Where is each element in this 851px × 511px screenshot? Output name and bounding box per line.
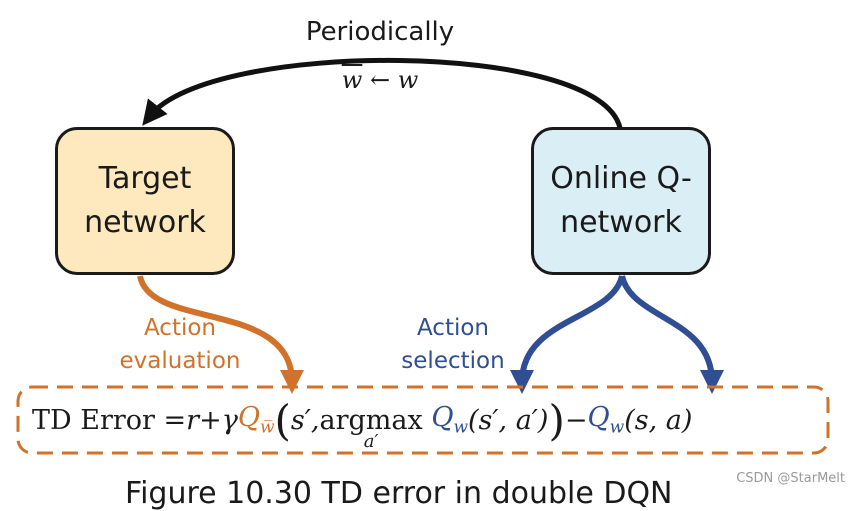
action-selection-line2: selection (401, 348, 505, 374)
formula-online-q-2-args: (s, a) (624, 404, 693, 436)
formula-online-q-1-args: (s′, a′) (468, 404, 549, 436)
formula-close-paren: ) (548, 395, 565, 445)
action-evaluation-line2: evaluation (119, 348, 241, 374)
action-selection-line1: Action (416, 315, 490, 341)
action-selection-arrow-left (510, 275, 625, 394)
assign-arrow: ← (369, 66, 391, 94)
watermark: CSDN @StarMelt (736, 471, 845, 486)
online-network-label-line2: network (560, 205, 682, 240)
update-rule: w ← w (250, 64, 510, 97)
periodic-update-arrow (142, 57, 623, 129)
target-network-node: Target network (55, 127, 235, 275)
periodic-label: Periodically (305, 17, 455, 47)
formula-minus: − (564, 404, 588, 436)
diagram-arrows (16, 57, 830, 455)
action-selection-arrow-right (619, 275, 724, 394)
formula-gamma: γ (221, 404, 238, 436)
formula-next-state: s′, (290, 404, 320, 436)
target-weights-symbol: w (341, 66, 363, 94)
action-evaluation-arrow (137, 275, 304, 394)
target-network-label-line2: network (84, 205, 206, 240)
online-network-node: Online Q- network (531, 127, 711, 275)
formula-online-q-1: Qw (431, 402, 469, 438)
action-evaluation-label: Action evaluation (100, 312, 260, 378)
figure-caption: Figure 10.30 TD error in double DQN (125, 476, 673, 511)
formula-argmax-subscript: a′ (363, 430, 379, 452)
formula-open-paren: ( (274, 395, 291, 445)
action-evaluation-line1: Action (143, 315, 217, 341)
online-weights-symbol: w (397, 66, 419, 94)
formula-lead: TD Error = (32, 404, 187, 436)
formula-plus: + (199, 404, 222, 436)
formula-target-q: Qw̅ (237, 402, 275, 438)
formula-reward: r (186, 404, 200, 436)
online-network-label-line1: Online Q- (550, 161, 692, 196)
target-network-label-line1: Target (98, 161, 192, 196)
formula-frame (16, 385, 830, 455)
formula-online-q-2: Qw (587, 402, 625, 438)
action-selection-label: Action selection (378, 312, 528, 378)
